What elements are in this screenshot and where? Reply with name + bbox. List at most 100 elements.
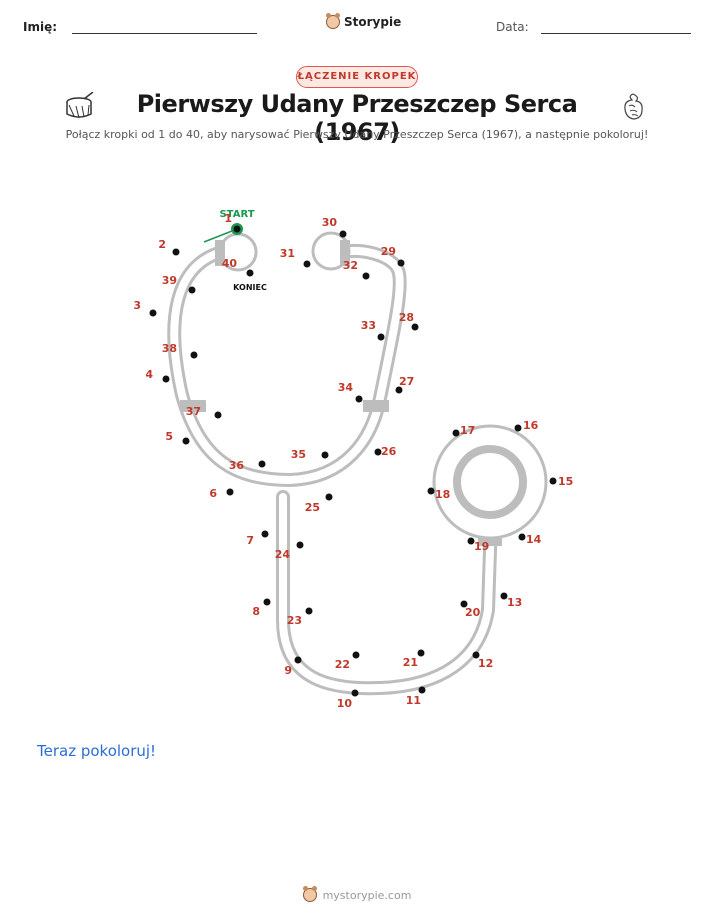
dot-16 (514, 424, 522, 432)
dot-number-1: 1 (224, 212, 232, 225)
dot-number-18: 18 (435, 488, 450, 501)
dot-number-7: 7 (246, 534, 254, 547)
dot-12 (472, 651, 480, 659)
dot-34 (355, 395, 363, 403)
dot-29 (397, 259, 405, 267)
dot-13 (500, 592, 508, 600)
dot-number-40: 40 (222, 257, 238, 270)
dot-number-10: 10 (337, 697, 353, 710)
chest-piece (432, 424, 548, 546)
brand-name: Storypie (344, 15, 402, 29)
instructions: Połącz kropki od 1 do 40, aby narysować … (65, 128, 649, 141)
dot-27 (395, 386, 403, 394)
dot-number-17: 17 (460, 424, 475, 437)
dot-40 (246, 269, 254, 277)
color-prompt: Teraz pokoloruj! (37, 742, 157, 760)
dot-30 (339, 230, 347, 238)
dot-20 (460, 600, 468, 608)
name-label: Imię: (23, 20, 58, 34)
dot-4 (162, 375, 170, 383)
dot-39 (188, 286, 196, 294)
dot-number-24: 24 (275, 548, 291, 561)
dot-number-4: 4 (145, 368, 153, 381)
start-label: START (219, 209, 254, 220)
footer-url[interactable]: mystorypie.com (322, 888, 412, 902)
dot-7 (261, 530, 269, 538)
dot-5 (182, 437, 190, 445)
dot-number-11: 11 (406, 694, 421, 707)
dot-26 (374, 448, 382, 456)
dot-23 (305, 607, 313, 615)
dot-number-22: 22 (335, 658, 350, 671)
dot-1 (233, 225, 241, 233)
dot-number-39: 39 (162, 274, 177, 287)
dot-number-12: 12 (478, 657, 493, 670)
dot-28 (411, 323, 419, 331)
dot-37 (214, 411, 222, 419)
dot-number-28: 28 (399, 311, 414, 324)
dot-10 (351, 689, 359, 697)
date-line[interactable] (541, 33, 691, 34)
dot-11 (418, 686, 426, 694)
dot-number-9: 9 (284, 664, 292, 677)
date-label: Data: (496, 20, 529, 34)
dot-2 (172, 248, 180, 256)
footer: mystorypie.com (0, 886, 714, 902)
dot-number-3: 3 (133, 299, 141, 312)
bear-logo-icon (302, 886, 317, 902)
dot-number-5: 5 (165, 430, 173, 443)
dot-number-23: 23 (287, 614, 302, 627)
dot-number-37: 37 (186, 405, 201, 418)
dot-19 (467, 537, 475, 545)
end-label: KONIEC (233, 283, 267, 292)
dot-number-35: 35 (291, 448, 306, 461)
dot-36 (258, 460, 266, 468)
activity-badge: ŁĄCZENIE KROPEK (296, 66, 418, 88)
heart-organ-icon (624, 93, 643, 120)
dot-number-20: 20 (465, 606, 481, 619)
bear-logo-icon (326, 13, 340, 29)
dot-33 (377, 333, 385, 341)
dot-21 (417, 649, 425, 657)
dot-number-25: 25 (305, 501, 320, 514)
dot-number-8: 8 (252, 605, 260, 618)
dot-number-29: 29 (381, 245, 396, 258)
drum-icon (66, 92, 94, 119)
dot-6 (226, 488, 234, 496)
dot-number-26: 26 (381, 445, 397, 458)
name-line[interactable] (72, 33, 257, 34)
dot-35 (321, 451, 329, 459)
dot-32 (362, 272, 370, 280)
dot-number-16: 16 (523, 419, 539, 432)
dot-number-32: 32 (343, 259, 358, 272)
dot-number-21: 21 (403, 656, 418, 669)
dot-number-15: 15 (558, 475, 573, 488)
dot-number-14: 14 (526, 533, 542, 546)
dot-18 (427, 487, 435, 495)
dot-17 (452, 429, 460, 437)
dot-number-6: 6 (209, 487, 217, 500)
dot-9 (294, 656, 302, 664)
dot-38 (190, 351, 198, 359)
dot-number-13: 13 (507, 596, 522, 609)
dot-22 (352, 651, 360, 659)
dot-number-2: 2 (158, 238, 166, 251)
dot-number-31: 31 (280, 247, 295, 260)
dot-25 (325, 493, 333, 501)
dot-number-38: 38 (162, 342, 177, 355)
page-title: Pierwszy Udany Przeszczep Serca (1967) (136, 90, 578, 146)
dot-31 (303, 260, 311, 268)
dot-number-36: 36 (229, 459, 245, 472)
dot-14 (518, 533, 526, 541)
dot-8 (263, 598, 271, 606)
dot-number-30: 30 (322, 216, 338, 229)
dot-15 (549, 477, 557, 485)
brand-logo: Storypie (326, 13, 402, 29)
dot-number-27: 27 (399, 375, 414, 388)
dot-3 (149, 309, 157, 317)
dot-number-33: 33 (361, 319, 376, 332)
dot-24 (296, 541, 304, 549)
dot-number-19: 19 (474, 540, 489, 553)
dot-number-34: 34 (338, 381, 354, 394)
